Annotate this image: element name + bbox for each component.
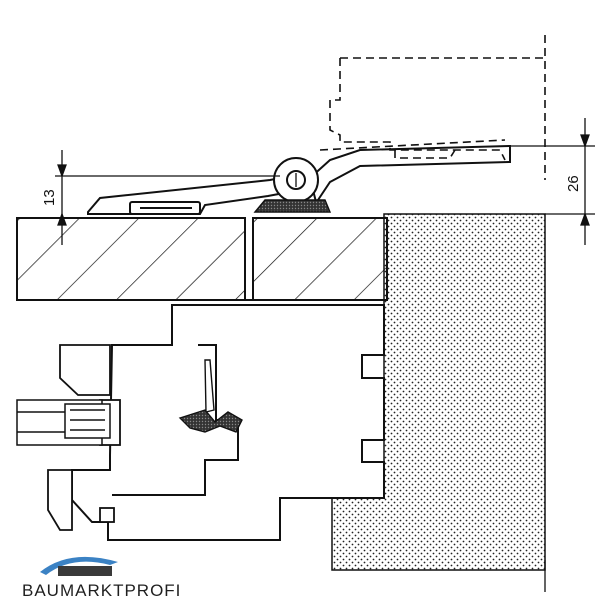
hinge-gasket [253,199,332,213]
dimension-13-label: 13 [41,189,58,206]
wood-blocks [16,217,388,301]
sash-open-position [319,35,546,180]
glass-pane [16,399,111,446]
hinge [87,144,511,215]
baumarktprofi-logo: BAUMARKTPROFI [22,556,181,600]
dimension-26: 26 [510,118,595,245]
sash-wood-left [16,217,246,301]
dimension-13: 13 [41,150,280,245]
logo-text: BAUMARKTPROFI [22,581,181,600]
sash-profile [47,344,121,531]
dimension-26-label: 26 [565,175,582,192]
frame-wood-right [252,217,388,301]
logo-bar-icon [58,566,112,576]
hinge-leaf-right [308,144,511,211]
logo-roof-icon [40,556,118,575]
seal-gasket [178,409,243,433]
seal-stem [204,359,215,413]
